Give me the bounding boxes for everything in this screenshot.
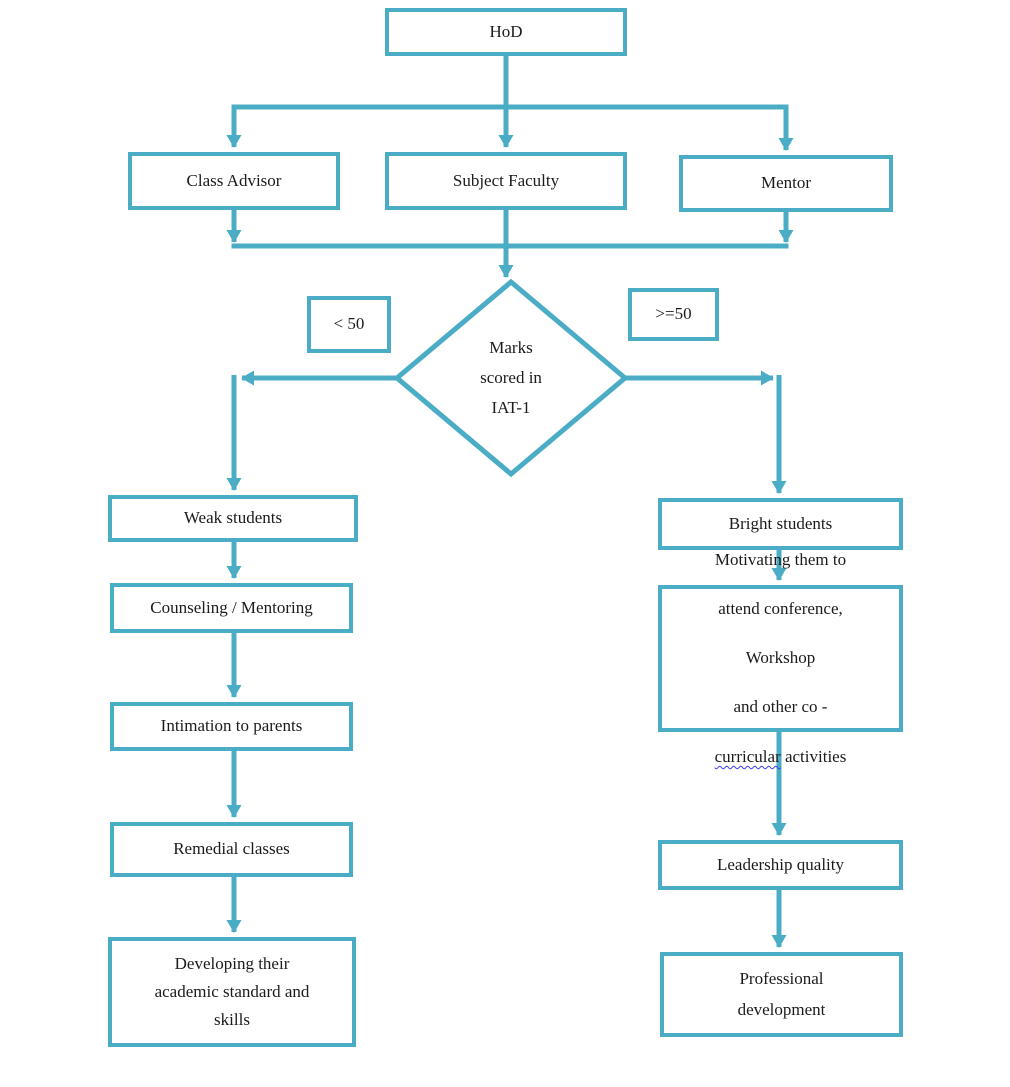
node-leadership-quality: Leadership quality bbox=[658, 840, 903, 890]
motivating-text: Motivating them to attend conference, Wo… bbox=[715, 523, 847, 794]
decision-diamond-shape bbox=[393, 278, 629, 478]
node-intimation-to-parents: Intimation to parents bbox=[110, 702, 353, 751]
motivating-line-4: and other co - bbox=[733, 697, 828, 717]
node-class-advisor: Class Advisor bbox=[128, 152, 340, 210]
motivating-line-5: curricular activities bbox=[715, 745, 847, 770]
node-motivating-activities: Motivating them to attend conference, Wo… bbox=[658, 550, 903, 766]
motivating-line-1: Motivating them to bbox=[714, 549, 847, 569]
node-bright-students: Bright students bbox=[658, 498, 903, 550]
node-subject-faculty: Subject Faculty bbox=[385, 152, 627, 210]
node-counseling-mentoring: Counseling / Mentoring bbox=[110, 583, 353, 633]
node-professional-development: Professional development bbox=[660, 952, 903, 1037]
branch-label-gte-50: >=50 bbox=[628, 288, 719, 341]
motivating-line-2: attend conference, bbox=[718, 598, 843, 618]
node-weak-students: Weak students bbox=[108, 495, 358, 542]
node-remedial-classes: Remedial classes bbox=[110, 822, 353, 877]
motivating-line-5-tail: activities bbox=[780, 746, 847, 766]
motivating-line-3: Workshop bbox=[745, 648, 816, 668]
misspelled-word: curricular bbox=[714, 746, 781, 766]
node-developing-standard: Developing their academic standard and s… bbox=[108, 937, 356, 1047]
decision-label: Marks scored in IAT-1 bbox=[480, 338, 542, 417]
node-hod: HoD bbox=[385, 8, 627, 56]
node-mentor: Mentor bbox=[679, 155, 893, 212]
branch-label-less-than-50: < 50 bbox=[307, 296, 391, 353]
